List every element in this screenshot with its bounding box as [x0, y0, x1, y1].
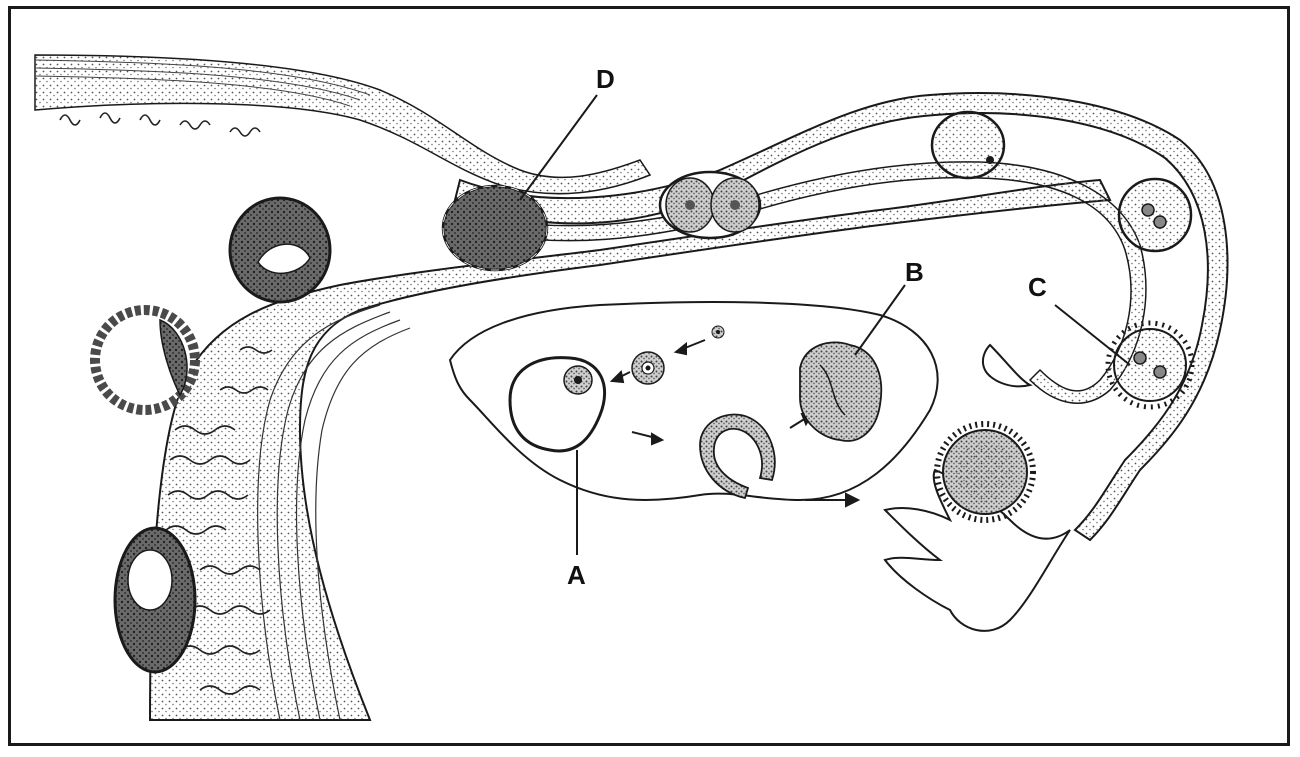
- label-a: A: [567, 560, 586, 590]
- morula: [443, 186, 547, 270]
- label-b: B: [905, 257, 924, 287]
- two-cell-stage: [660, 172, 760, 238]
- pronuclear-stage: [1119, 179, 1191, 251]
- fimbria-tip: [983, 345, 1030, 386]
- single-cell-stage: [932, 112, 1004, 178]
- blastocyst: [95, 310, 195, 410]
- early-blastocyst: [230, 198, 330, 302]
- upper-wall: [35, 55, 650, 194]
- label-c: C: [1028, 272, 1047, 302]
- label-d: D: [596, 64, 615, 94]
- upper-glands: [60, 113, 260, 136]
- corpus-luteum: [800, 342, 881, 441]
- implanting-blastocyst: [115, 528, 195, 672]
